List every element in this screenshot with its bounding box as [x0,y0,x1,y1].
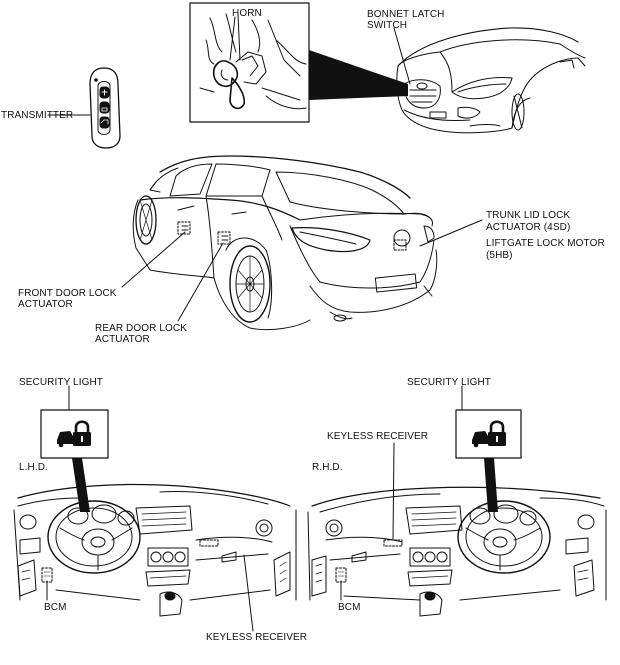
keyless-receiver-label-lhd: KEYLESS RECEIVER [206,632,308,643]
horn-inset [189,2,310,123]
keyless-receiver-label-rhd: KEYLESS RECEIVER [327,431,429,442]
liftgate-label-line1: LIFTGATE LOCK MOTOR [486,238,605,249]
car-rear-view [132,155,438,331]
front-door-label-line1: FRONT DOOR LOCK [18,288,117,299]
horn-label: HORN [232,8,262,19]
security-light-label-lhd: SECURITY LIGHT [19,377,104,388]
trunk-lid-label-line2: ACTUATOR (4SD) [486,222,571,233]
security-light-lock-car-icon [57,420,506,448]
lhd-keyless-pointer [243,554,254,632]
bonnet-latch-switch-label-line1: BONNET LATCH [367,9,445,20]
rhd-label: R.H.D. [312,462,343,473]
lhd-label: L.H.D. [19,462,48,473]
bonnet-latch-switch-label-line2: SWITCH [367,20,408,31]
car-front-view [396,27,586,134]
liftgate-label-line2: (5HB) [486,250,513,261]
trunk-lid-label-line1: TRUNK LID LOCK [486,210,571,221]
horn-wedge [309,50,408,100]
front-door-pointer [121,231,186,288]
security-light-label-rhd: SECURITY LIGHT [407,377,492,388]
front-door-label-line2: ACTUATOR [18,299,73,310]
rhd-keyless-pointer [392,442,395,541]
horn-pointer [229,16,236,61]
transmitter-key-fob [89,67,121,149]
dashboard-rhd [307,409,607,617]
transmitter-label: TRANSMITTER [1,110,74,121]
trunk-lid-pointer [419,219,483,247]
rear-door-label-line2: ACTUATOR [95,334,150,345]
bcm-label-rhd: BCM [338,602,361,613]
rear-door-pointer [177,242,224,322]
bonnet-switch-pointer [393,27,411,85]
rear-door-label-line1: REAR DOOR LOCK [95,323,187,334]
dashboard-lhd [13,409,297,617]
bcm-label-lhd: BCM [44,602,67,613]
